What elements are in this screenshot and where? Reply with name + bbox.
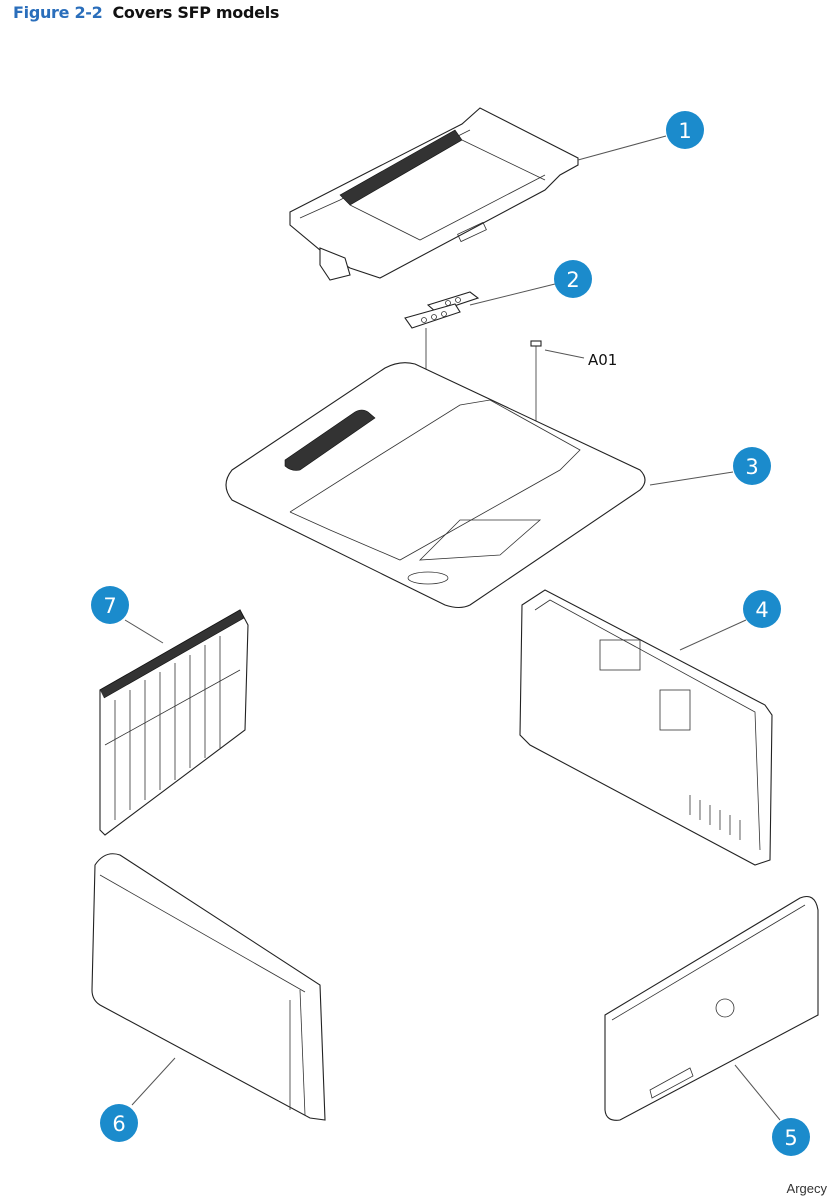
svg-text:4: 4 (755, 598, 768, 622)
screw-label: A01 (588, 351, 617, 369)
part-7-rear-door (99, 609, 249, 836)
svg-text:2: 2 (566, 268, 579, 292)
svg-text:7: 7 (103, 594, 116, 618)
part-6-left-side-cover (91, 853, 326, 1121)
screw-a01: A01 (530, 340, 617, 435)
svg-text:5: 5 (784, 1126, 797, 1150)
leader-lines (124, 135, 781, 1121)
watermark: Argecy (786, 1181, 827, 1196)
callout-7: 7 (91, 586, 129, 624)
svg-text:3: 3 (745, 455, 758, 479)
callout-4: 4 (743, 590, 781, 628)
part-5-front-cover (604, 895, 819, 1121)
figure-caption: Covers SFP models (112, 3, 280, 22)
callout-2: 2 (554, 260, 592, 298)
figure-title: Figure 2-2 Covers SFP models (13, 3, 279, 22)
figure-number: Figure 2-2 (13, 3, 103, 22)
svg-text:6: 6 (112, 1112, 125, 1136)
part-3-top-cover-base (225, 362, 646, 609)
part-1-top-cover (289, 107, 579, 281)
part-4-right-side-cover (519, 589, 773, 866)
callout-5: 5 (772, 1118, 810, 1156)
callout-1: 1 (666, 111, 704, 149)
svg-text:1: 1 (678, 119, 691, 143)
callout-3: 3 (733, 447, 771, 485)
callout-6: 6 (100, 1104, 138, 1142)
